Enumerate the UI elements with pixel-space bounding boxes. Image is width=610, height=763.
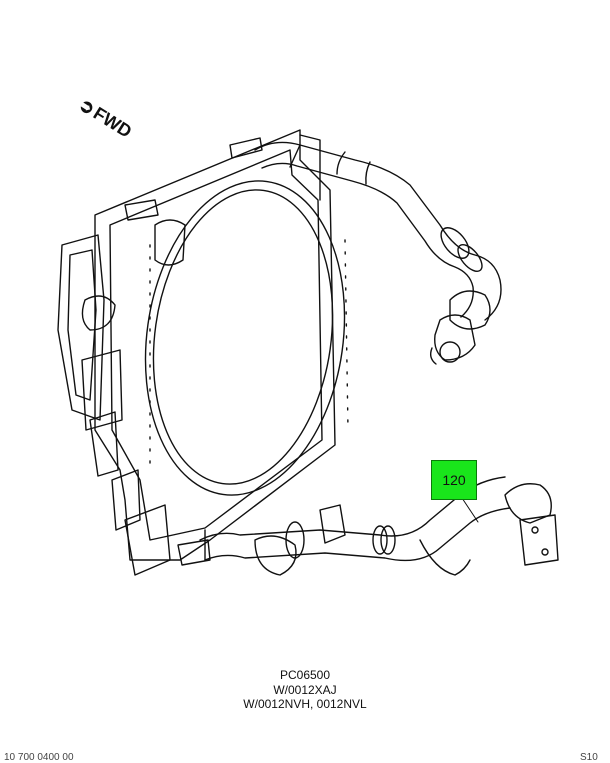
callout-leader-line — [461, 497, 479, 523]
part-callout-120[interactable]: 120 — [431, 460, 477, 500]
lower-hose — [177, 476, 559, 576]
part-callout-number: 120 — [442, 472, 466, 488]
caption-line-3: W/0012NVH, 0012NVL — [243, 697, 367, 711]
upper-hose — [254, 141, 502, 365]
caption-line-2: W/0012XAJ — [273, 683, 337, 697]
footer-reference-left: 10 700 0400 00 — [4, 752, 74, 763]
fan-ring — [144, 180, 349, 496]
radiator-shroud — [57, 129, 336, 576]
footer-reference-right: S10 — [580, 752, 598, 763]
caption-line-1: PC06500 — [279, 668, 331, 682]
